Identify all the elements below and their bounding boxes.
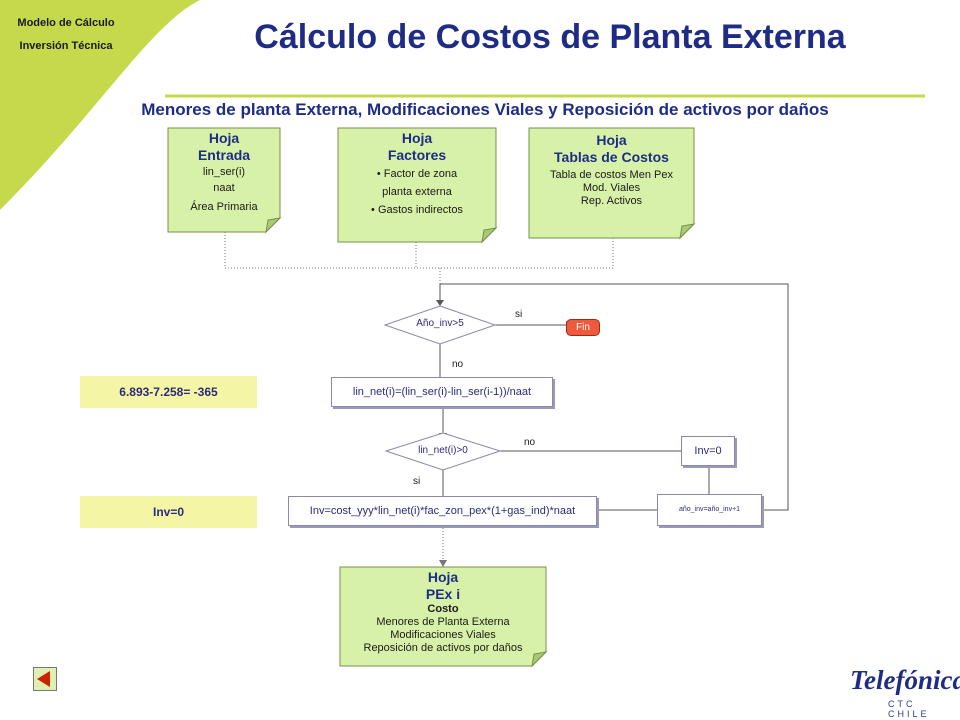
sheet-factores-title2: Factores — [387, 146, 447, 163]
decision-year-check: Año_inv>5 — [416, 318, 464, 329]
model-label: Modelo de Cálculo — [17, 17, 115, 29]
sheet-pex-line4: Reposición de activos por daños — [363, 642, 523, 655]
arrow-into-pex — [439, 560, 447, 567]
page-title: Cálculo de Costos de Planta Externa — [254, 18, 846, 56]
sheet-factores-line2: planta externa — [382, 185, 452, 198]
label-no-1: no — [452, 359, 464, 370]
sheet-entrada-title1: Hoja — [208, 130, 240, 146]
sheet-entrada-line3: Área Primaria — [190, 200, 258, 213]
label-si-2: si — [413, 476, 421, 487]
sheet-tablas-line2: Mod. Viales — [582, 181, 641, 194]
label-si-1: si — [515, 309, 523, 320]
sheet-pex-line1: Costo — [427, 602, 459, 615]
sheet-tablas-title1: Hoja — [596, 132, 627, 148]
sheet-entrada-title2: Entrada — [197, 146, 251, 163]
sheet-factores-line3: • Gastos indirectos — [371, 203, 463, 216]
page-subtitle: Menores de planta Externa, Modificacione… — [141, 100, 829, 119]
decision-diamonds — [383, 305, 502, 471]
process-inv-zero: Inv=0 — [681, 436, 735, 466]
process-year-increment: año_inv=año_inv+1 — [657, 494, 762, 526]
telefonica-logo: Telefónica — [850, 665, 960, 695]
investment-label: Inversión Técnica — [19, 40, 113, 52]
sheet-pex-title2: PEx i — [425, 585, 461, 602]
sheet-tablas-title2: Tablas de Costos — [554, 148, 669, 165]
inv-note: Inv=0 — [80, 496, 257, 528]
back-button[interactable] — [33, 667, 57, 691]
sheet-shapes — [167, 127, 695, 667]
end-terminal: Fin — [566, 319, 600, 336]
decision-net-positive: lin_net(i)>0 — [418, 445, 468, 456]
sheet-tablas-line3: Rep. Activos — [580, 194, 643, 207]
sheet-entrada: Hoja Entrada lin_ser(i) naat Área Primar… — [168, 130, 280, 214]
calc-note: 6.893-7.258= -365 — [80, 376, 257, 408]
sheet-factores: Hoja Factores • Factor de zona planta ex… — [338, 130, 496, 217]
sheet-pex-line2: Menores de Planta Externa — [376, 615, 510, 628]
sheet-factores-line1: • Factor de zona — [376, 167, 458, 180]
label-no-2: no — [524, 437, 536, 448]
sheet-entrada-line2: naat — [213, 181, 235, 194]
corner-swoosh-shape — [0, 0, 200, 210]
telefonica-logo-sub: CTC CHILE — [888, 699, 930, 719]
sheet-pex-line3: Modificaciones Viales — [390, 628, 496, 641]
sheet-pex-title1: Hoja — [427, 569, 459, 585]
sheet-factores-title1: Hoja — [401, 130, 433, 146]
sheet-tablas-line1: Tabla de costos Men Pex — [550, 168, 673, 181]
process-investment-formula: Inv=cost_yyy*lin_net(i)*fac_zon_pex*(1+g… — [288, 496, 597, 526]
sheet-folds — [265, 217, 696, 668]
sheet-entrada-line1: lin_ser(i) — [202, 165, 246, 178]
back-arrow-icon — [37, 671, 50, 687]
sheet-tablas: Hoja Tablas de Costos Tabla de costos Me… — [529, 132, 694, 208]
process-net-lines: lin_net(i)=(lin_ser(i)-lin_ser(i-1))/naa… — [331, 377, 553, 407]
sheet-pex: Hoja PEx i Costo Menores de Planta Exter… — [340, 569, 546, 655]
